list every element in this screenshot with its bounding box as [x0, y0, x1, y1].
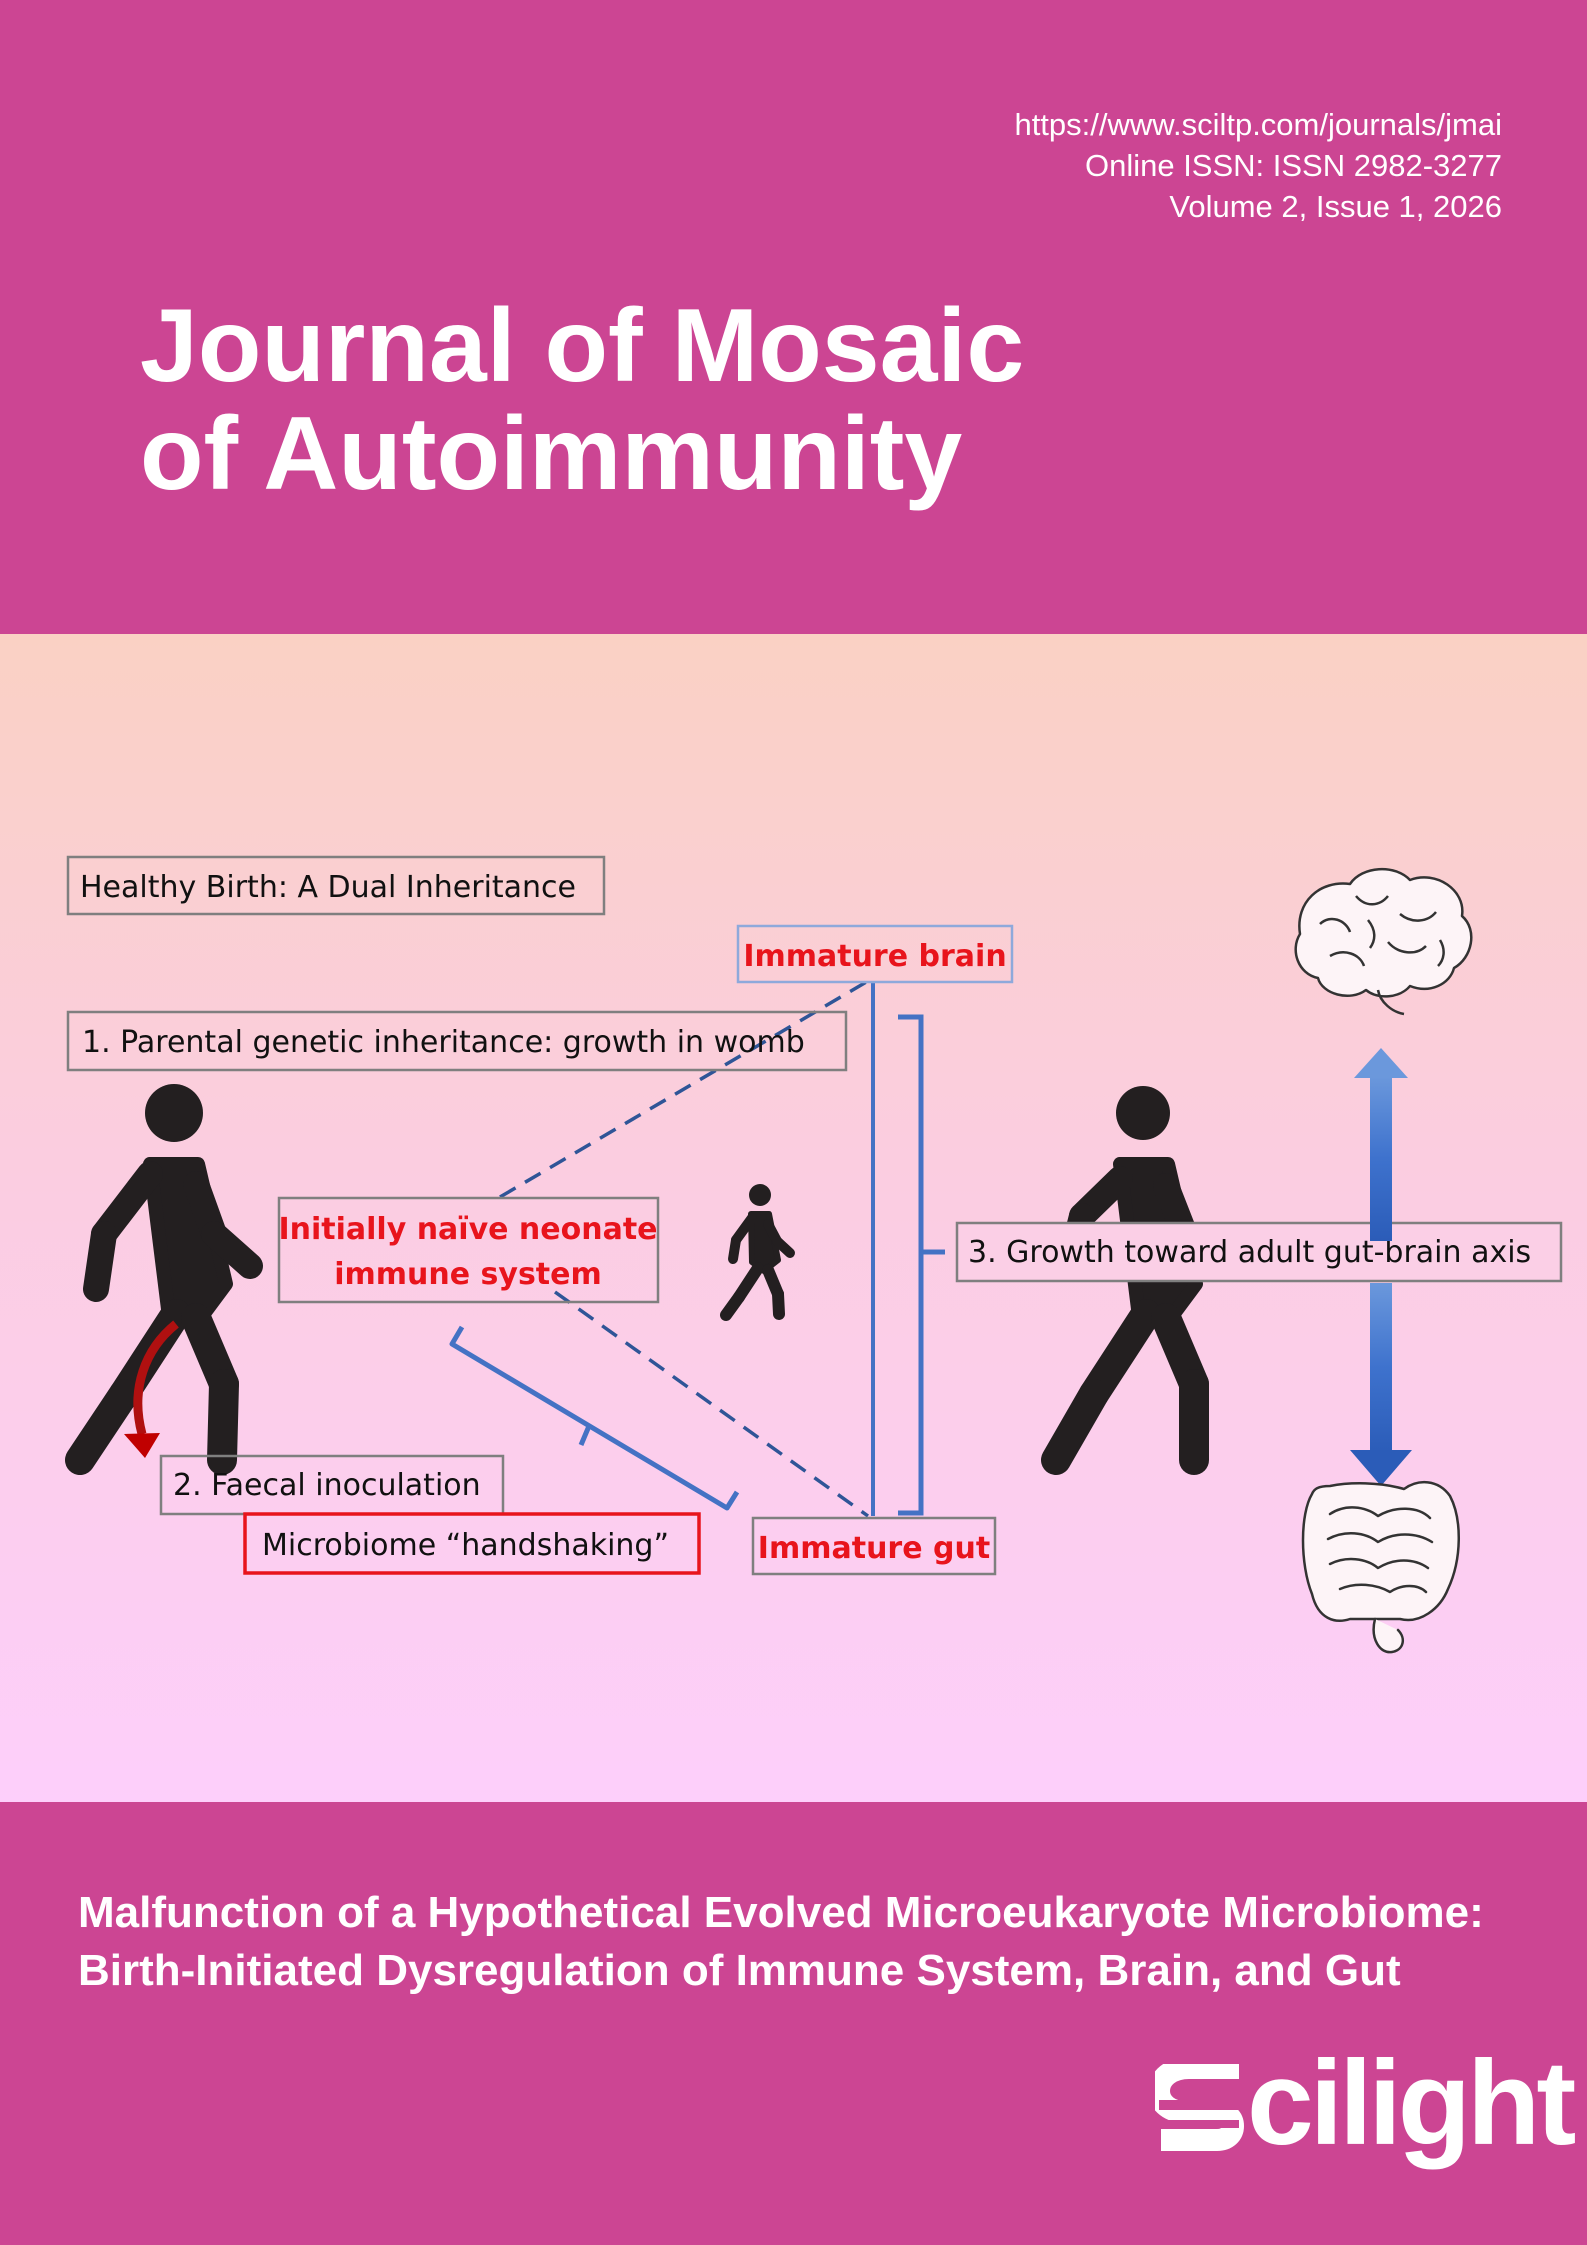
heading-box — [66, 855, 606, 916]
cover-header-band: https://www.sciltp.com/journals/jmai Onl… — [0, 0, 1587, 634]
cover-figure: Healthy Birth: A Dual Inheritance Immatu… — [0, 634, 1587, 1802]
journal-url: https://www.sciltp.com/journals/jmai — [1014, 107, 1502, 142]
adult-walking-figure-left — [65, 1084, 263, 1475]
neonate-label-line2: immune system — [334, 1257, 602, 1292]
inoculation-curve-arrow — [133, 1320, 179, 1436]
brain-label: Immature brain — [743, 939, 1006, 974]
child-walking-figure — [720, 1184, 795, 1321]
gut-label: Immature gut — [758, 1531, 990, 1566]
journal-volume: Volume 2, Issue 1, 2026 — [1169, 189, 1502, 224]
gut-label-box — [751, 1516, 997, 1576]
heading-text: Healthy Birth: A Dual Inheritance — [80, 870, 576, 905]
scilight-s-icon — [1155, 2064, 1244, 2151]
gut-brain-diagram: Healthy Birth: A Dual Inheritance Immatu… — [65, 855, 1563, 1654]
dashed-line-neonate-gut — [553, 1290, 870, 1518]
journal-title-line1: Journal of Mosaic — [140, 288, 1025, 404]
bracket-right — [898, 1014, 924, 1516]
handshaking-text: Microbiome “handshaking” — [262, 1528, 669, 1563]
journal-title-line2: of Autoimmunity — [140, 396, 963, 512]
cover-footer-band — [0, 1802, 1587, 2245]
step1-box — [66, 1010, 848, 1072]
brain-label-box — [736, 924, 1014, 984]
neonate-box — [277, 1196, 660, 1304]
brain-icon — [1294, 867, 1473, 1016]
step3-text: 3. Growth toward adult gut-brain axis — [968, 1235, 1531, 1270]
step2-text: 2. Faecal inoculation — [173, 1468, 481, 1503]
article-title-line1: Malfunction of a Hypothetical Evolved Mi… — [78, 1888, 1484, 1937]
inoculation-arrow-head — [124, 1433, 160, 1458]
scilight-wordmark: cilight — [1247, 2036, 1576, 2170]
step3-box — [955, 1221, 1563, 1283]
gut-brain-double-arrow — [1350, 1048, 1412, 1486]
intestine-icon — [1301, 1481, 1460, 1654]
neonate-label-line1: Initially naïve neonate — [278, 1212, 657, 1247]
handshaking-box — [243, 1512, 701, 1575]
bracket-diagonal-tick — [578, 1425, 592, 1446]
journal-meta: https://www.sciltp.com/journals/jmai Onl… — [1014, 104, 1502, 227]
dashed-line-neonate-brain — [499, 979, 869, 1199]
bracket-diagonal — [449, 1325, 740, 1511]
article-title: Malfunction of a Hypothetical Evolved Mi… — [78, 1884, 1484, 2000]
scilight-logo: cilight — [1155, 2038, 1576, 2182]
article-title-line2: Birth-Initiated Dysregulation of Immune … — [78, 1946, 1401, 1995]
journal-issn: Online ISSN: ISSN 2982-3277 — [1084, 148, 1502, 183]
step1-text: 1. Parental genetic inheritance: growth … — [82, 1025, 805, 1060]
journal-title: Journal of Mosaic of Autoimmunity — [140, 292, 1024, 508]
